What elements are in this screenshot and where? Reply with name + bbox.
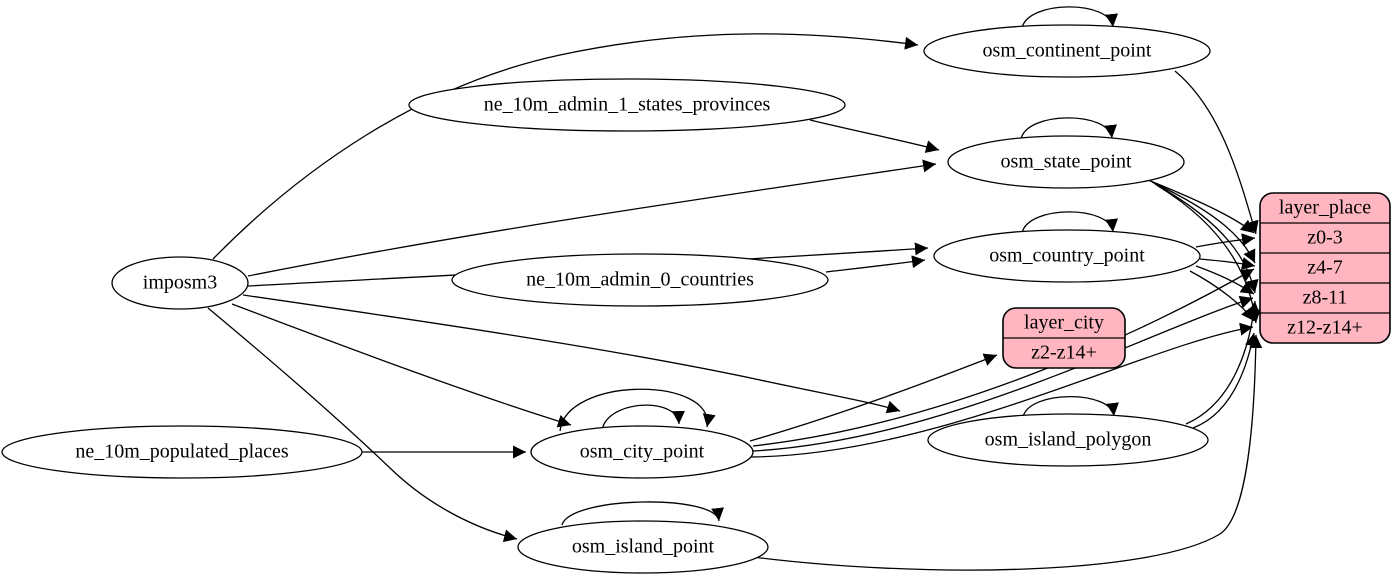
- edge-ne_10m_admin_0_countries-to-osm_country_point: [825, 255, 926, 273]
- node-osm_island_polygon: osm_island_polygon: [927, 413, 1209, 467]
- node-layer_city: layer_city z2-z14+: [1002, 307, 1126, 369]
- node-layer_city-title: layer_city: [1024, 312, 1104, 334]
- node-osm_island_polygon-label: osm_island_polygon: [985, 429, 1152, 451]
- node-imposm3-label: imposm3: [143, 272, 217, 294]
- node-osm_city_point-shape: [530, 425, 754, 479]
- node-osm_island_point-shape: [517, 520, 769, 574]
- node-layer_place: layer_place z0-3 z4-7 z8-11 z12-z14+: [1259, 192, 1391, 344]
- node-layer_place-shape: [1259, 192, 1391, 344]
- node-imposm3: imposm3: [111, 256, 249, 310]
- nodes-group: imposm3 ne_10m_admin_1_states_provinces …: [1, 24, 1391, 574]
- edge-imposm3-to-osm_city_point: [231, 303, 572, 428]
- edge-osm_continent_point-self: [1021, 6, 1118, 29]
- node-osm_island_polygon-shape: [927, 413, 1209, 467]
- node-osm_continent_point: osm_continent_point: [923, 24, 1211, 78]
- edge-osm_continent_point-to-layer_place-z0-3: [1174, 70, 1259, 235]
- node-ne_10m_populated_places: ne_10m_populated_places: [1, 425, 363, 479]
- edge-osm_island_polygon-self: [1022, 395, 1119, 418]
- edge-osm_state_point-to-layer_place-z0-3: [1147, 179, 1255, 234]
- edge-osm_island_polygon-to-layer_place-z8-11: [1185, 300, 1261, 425]
- edge-osm_city_point-to-layer_place-z12-z14: [750, 322, 1254, 458]
- node-osm_city_point-label: osm_city_point: [580, 441, 705, 463]
- node-layer_place-row-z8-11: z8-11: [1303, 287, 1348, 309]
- edge-osm_country_point-to-layer_place-z4-7: [1199, 257, 1256, 270]
- node-layer_place-row-z4-7: z4-7: [1307, 257, 1343, 279]
- node-osm_continent_point-label: osm_continent_point: [983, 40, 1152, 62]
- edge-imposm3-to-osm_continent_point: [212, 33, 919, 260]
- node-ne_10m_populated_places-label: ne_10m_populated_places: [75, 441, 288, 463]
- edge-osm_country_point-to-layer_place-z0-3: [1195, 233, 1256, 248]
- edge-osm_city_point-self-outer: [559, 388, 716, 432]
- node-ne_10m_admin_1_states_provinces: ne_10m_admin_1_states_provinces: [408, 78, 846, 132]
- edge-osm_country_point-to-layer_place-z8-11: [1195, 265, 1255, 295]
- edge-osm_city_point-to-layer_place-z8-11: [752, 295, 1254, 452]
- node-ne_10m_admin_1_states_provinces-shape: [408, 78, 846, 132]
- node-layer_place-row-z12-z14: z12-z14+: [1287, 317, 1363, 339]
- node-osm_country_point: osm_country_point: [933, 229, 1201, 283]
- node-ne_10m_populated_places-shape: [1, 425, 363, 479]
- node-layer_place-row-z0-3: z0-3: [1307, 227, 1343, 249]
- node-osm_state_point-label: osm_state_point: [1000, 151, 1132, 173]
- edge-osm_state_point-to-layer_place-z4-7: [1151, 181, 1256, 264]
- edge-imposm3-to-osm_island_polygon: [242, 294, 901, 414]
- edge-osm_city_point-to-layer_place-z4-7: [752, 268, 1255, 447]
- edge-osm_city_point-self-inner: [601, 404, 685, 431]
- node-osm_island_point-label: osm_island_point: [572, 536, 715, 558]
- node-imposm3-shape: [111, 256, 249, 310]
- edge-imposm3-to-osm_state_point: [247, 159, 937, 277]
- node-osm_country_point-label: osm_country_point: [989, 245, 1145, 267]
- edge-osm_island_point-to-layer_place-z12-z14: [752, 334, 1263, 571]
- node-osm_island_point: osm_island_point: [517, 520, 769, 574]
- edge-osm_country_point-to-layer_place-z12-z14: [1189, 270, 1255, 322]
- node-osm_city_point: osm_city_point: [530, 425, 754, 479]
- node-osm_continent_point-shape: [923, 24, 1211, 78]
- node-osm_state_point: osm_state_point: [947, 135, 1185, 189]
- edge-osm_country_point-self: [1021, 211, 1118, 234]
- node-osm_state_point-shape: [947, 135, 1185, 189]
- edge-osm_city_point-to-layer_city-z2-z14: [749, 353, 998, 442]
- node-osm_country_point-shape: [933, 229, 1201, 283]
- node-ne_10m_admin_0_countries-shape: [451, 253, 829, 307]
- edge-osm_island_polygon-to-layer_place-z12-z14: [1192, 332, 1258, 429]
- node-ne_10m_admin_0_countries-label: ne_10m_admin_0_countries: [526, 269, 754, 291]
- node-ne_10m_admin_0_countries: ne_10m_admin_0_countries: [451, 253, 829, 307]
- edge-ne_10m_admin_1_states_provinces-to-osm_state_point: [809, 119, 940, 153]
- edges-group: [207, 6, 1263, 571]
- node-layer_place-title: layer_place: [1279, 197, 1371, 219]
- node-layer_city-row-z2-z14: z2-z14+: [1031, 342, 1097, 364]
- edge-osm_state_point-self: [1020, 117, 1117, 140]
- node-ne_10m_admin_1_states_provinces-label: ne_10m_admin_1_states_provinces: [484, 94, 771, 116]
- edge-imposm3-to-osm_island_point: [207, 307, 518, 543]
- edge-osm_island_point-self: [561, 501, 724, 526]
